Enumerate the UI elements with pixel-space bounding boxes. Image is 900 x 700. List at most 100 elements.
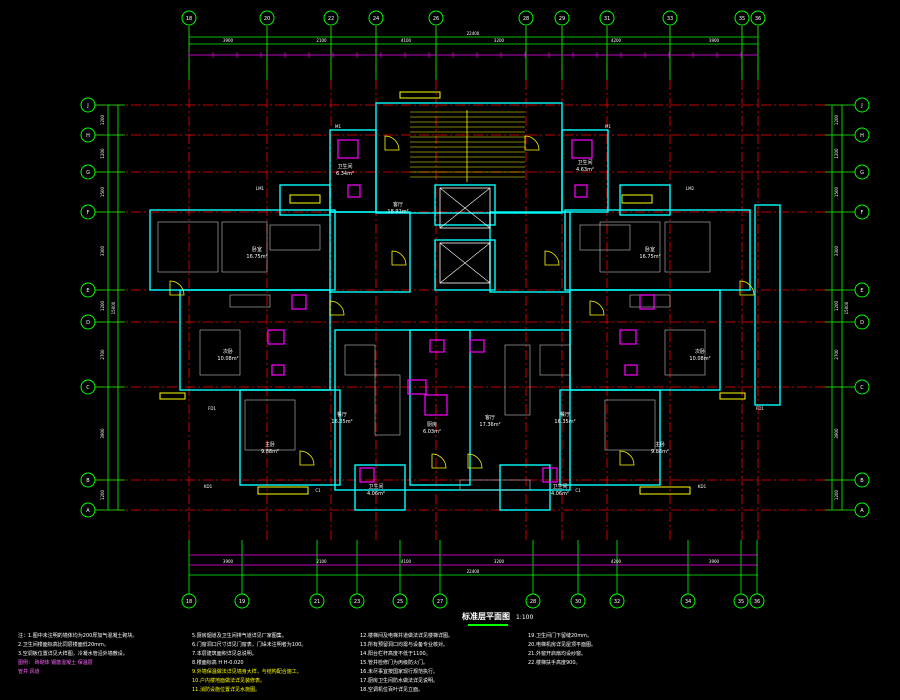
elevator-shaft [439, 242, 491, 284]
door-swing [299, 450, 315, 466]
drawing-scale: 1:100 [516, 614, 534, 621]
furniture [374, 374, 401, 436]
fixture [624, 364, 638, 376]
axis-bubble [525, 593, 541, 609]
window [719, 392, 746, 400]
dimension-text: 2700 [834, 349, 839, 360]
note-line: 5.厨房烟道及卫生间排气道详见厂家图集。 [192, 633, 287, 639]
wall [239, 389, 341, 486]
wall [375, 102, 563, 214]
axis-label: G [86, 170, 90, 176]
dimension-text: 3300 [834, 245, 839, 256]
axis-bubble [570, 593, 586, 609]
element-tag: C1 [315, 488, 321, 493]
axis-label: A [86, 508, 90, 514]
dimension-text: 1200 [100, 489, 105, 500]
axis-label: C [86, 385, 90, 391]
fixture [267, 329, 285, 345]
wall [489, 211, 571, 293]
room-name: 主卧 [655, 441, 665, 448]
axis-bubble [368, 10, 384, 26]
axis-label: 36 [754, 599, 760, 605]
dimension-text: 1500 [100, 186, 105, 197]
axis-label: 35 [738, 599, 744, 605]
axis-label: 29 [559, 16, 565, 22]
axis-label: A [860, 508, 864, 514]
fixture [469, 339, 485, 353]
element-tag: LM2 [686, 186, 695, 191]
note-line: 8.楼面标高 H H-0.020 [192, 660, 244, 666]
window [159, 392, 186, 400]
axis-label: 21 [314, 599, 320, 605]
dimension-text: 1200 [834, 114, 839, 125]
dimension-text: 1200 [100, 300, 105, 311]
room-name: 次卧 [695, 348, 705, 355]
axis-label: 35 [739, 16, 745, 22]
room-area: 16.35m² [554, 419, 575, 425]
furniture [664, 329, 706, 376]
dimension-text: 3900 [709, 38, 720, 43]
furniture [199, 329, 241, 376]
axis-label: 34 [685, 599, 691, 605]
axis-label: 25 [397, 599, 403, 605]
dimension-text: 2100 [316, 559, 327, 564]
axis-bubble [750, 10, 766, 26]
axis-label: 23 [354, 599, 360, 605]
axis-label: J [86, 103, 88, 109]
furniture [599, 221, 661, 273]
room-area: 4.06m² [551, 491, 569, 497]
window [639, 486, 691, 495]
window [621, 194, 653, 204]
axis-label: F [861, 210, 864, 216]
fixture [571, 139, 593, 159]
dimension-text: 3200 [494, 38, 505, 43]
note-line: 6.门窗洞口尺寸详见门窗表，门垛未注明者为100。 [192, 642, 307, 648]
dimension-text: 1200 [100, 114, 105, 125]
room-area: 4.06m² [367, 491, 385, 497]
notes-column-2: 5.厨房烟道及卫生间排气道详见厂家图集。 6.门窗洞口尺寸详见门窗表，门垛未注明… [192, 632, 306, 695]
element-tag: C1 [575, 488, 581, 493]
axis-label: D [86, 320, 90, 326]
axis-label: B [86, 478, 90, 484]
axis-label: 28 [530, 599, 536, 605]
wall [279, 184, 331, 216]
axis-label: G [860, 170, 864, 176]
fixture [271, 364, 285, 376]
axis-label: 36 [755, 16, 761, 22]
axis-label: 20 [264, 16, 270, 22]
room-name: 次卧 [223, 348, 233, 355]
axis-label: 18 [186, 599, 192, 605]
fixture [619, 329, 637, 345]
axis-label: E [860, 288, 863, 294]
dimension-text: 2100 [316, 38, 327, 43]
dimension-text: 1200 [100, 148, 105, 159]
axis-bubble [518, 10, 534, 26]
axis-label: 24 [373, 16, 379, 22]
door-swing [391, 250, 407, 266]
element-tag: LM1 [256, 186, 265, 191]
fixture [359, 467, 375, 483]
wall [329, 211, 411, 293]
furniture [157, 221, 219, 273]
note-line: 13.所有预留洞口均需与设备专业核对。 [360, 642, 448, 648]
axis-label: B [860, 478, 864, 484]
door-swing [589, 300, 605, 316]
axis-bubble [259, 10, 275, 26]
dimension-text: 3900 [100, 428, 105, 439]
note-line: 16.未尽事宜按国家现行规范执行。 [360, 669, 438, 675]
door-swing [619, 450, 635, 466]
fixture [542, 467, 558, 483]
door-swing [169, 280, 185, 296]
door-swing [544, 250, 560, 266]
wall [561, 129, 609, 213]
furniture [579, 224, 631, 251]
wall [434, 239, 496, 291]
title-underline [468, 624, 508, 626]
room-name: 卫生间 [552, 483, 567, 490]
elevator-cross [439, 242, 491, 284]
axis-bubble [181, 593, 197, 609]
dimension-text: 4100 [401, 38, 412, 43]
dimension-text: 3900 [223, 38, 234, 43]
wall [754, 204, 781, 406]
